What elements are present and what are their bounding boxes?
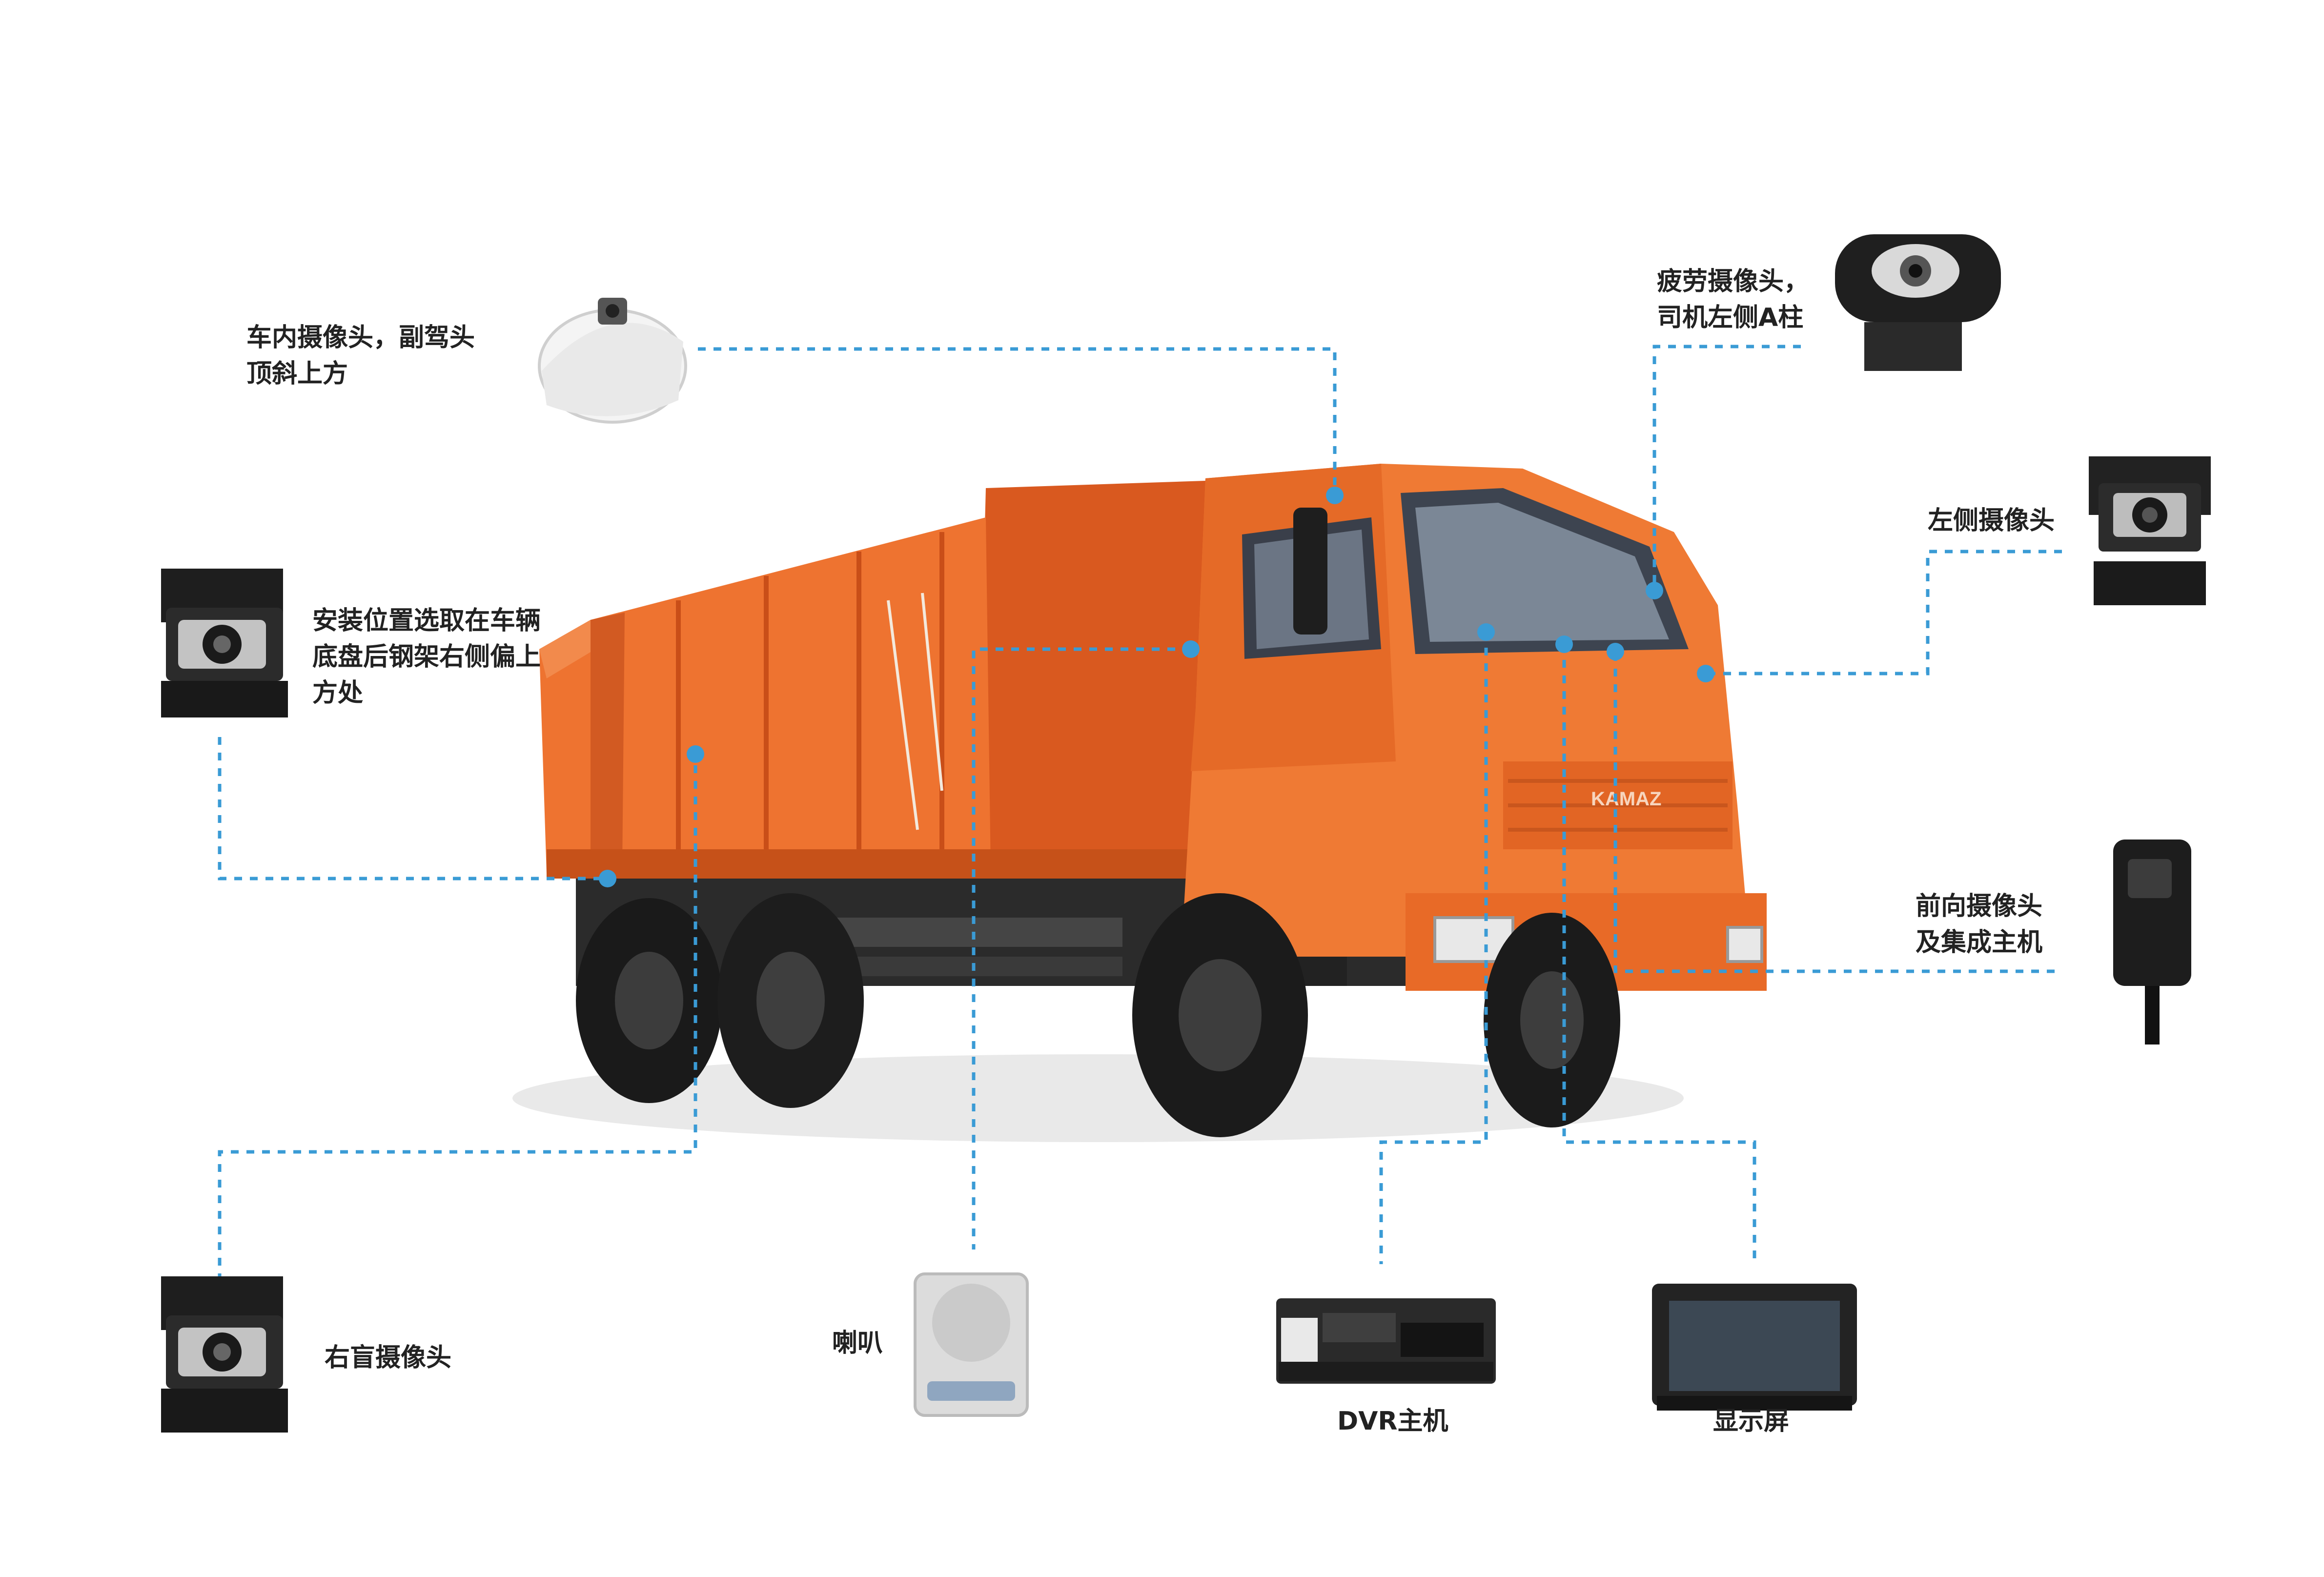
leader-right-blind-camera <box>218 754 697 1281</box>
leader-front-camera <box>1613 652 2055 973</box>
point-interior-camera <box>1326 487 1344 504</box>
point-fatigue-camera <box>1646 582 1663 599</box>
point-display <box>1555 635 1573 653</box>
label-interior-camera: 车内摄像头，副驾头 顶斜上方 <box>246 323 475 389</box>
speaker-icon <box>914 1272 1029 1417</box>
dvr-host-icon <box>1276 1298 1496 1384</box>
left-side-camera-icon <box>2089 456 2211 605</box>
point-dvr <box>1477 623 1495 641</box>
point-front-camera <box>1607 643 1624 660</box>
truck-wheels <box>576 893 1620 1137</box>
rear-camera-icon <box>161 569 288 717</box>
right-blind-camera-icon <box>161 1276 288 1433</box>
connection-points <box>599 487 1714 887</box>
fatigue-camera-icon <box>1835 234 2001 371</box>
leader-interior-camera <box>698 347 1337 493</box>
front-camera-host-icon <box>2113 840 2191 1045</box>
dome-camera-icon <box>538 298 687 424</box>
point-rear-camera <box>599 870 616 887</box>
label-front-camera: 前向摄像头 及集成主机 <box>1916 892 2043 957</box>
point-left-camera <box>1697 665 1714 682</box>
label-left-camera: 左侧摄像头 <box>1928 506 2055 535</box>
label-rear-camera: 安装位置选取在车辆 底盘后钢架右侧偏上 方处 <box>312 606 541 708</box>
leader-fatigue-camera <box>1652 345 1801 591</box>
dump-truck: KAMAZ <box>512 464 1767 1142</box>
label-dvr: DVR主机 <box>1337 1407 1448 1436</box>
display-screen-icon <box>1652 1284 1857 1411</box>
label-fatigue-camera: 疲劳摄像头， 司机左侧A柱 <box>1657 267 1810 332</box>
truck-brand: KAMAZ <box>1591 788 1661 810</box>
side-mirror <box>1293 508 1327 635</box>
label-speaker: 喇叭 <box>832 1329 883 1358</box>
label-display: 显示屏 <box>1713 1407 1790 1436</box>
leader-lines <box>218 345 2062 1281</box>
leader-dvr <box>1379 632 1488 1264</box>
label-right-blind-camera: 右盲摄像头 <box>325 1343 452 1372</box>
dump-body <box>539 481 1210 879</box>
point-right-blind-camera <box>687 745 704 763</box>
leader-left-camera <box>1706 550 2062 676</box>
truck-cab: KAMAZ <box>1181 464 1767 991</box>
point-speaker <box>1182 640 1200 658</box>
leader-rear-camera <box>218 737 608 881</box>
